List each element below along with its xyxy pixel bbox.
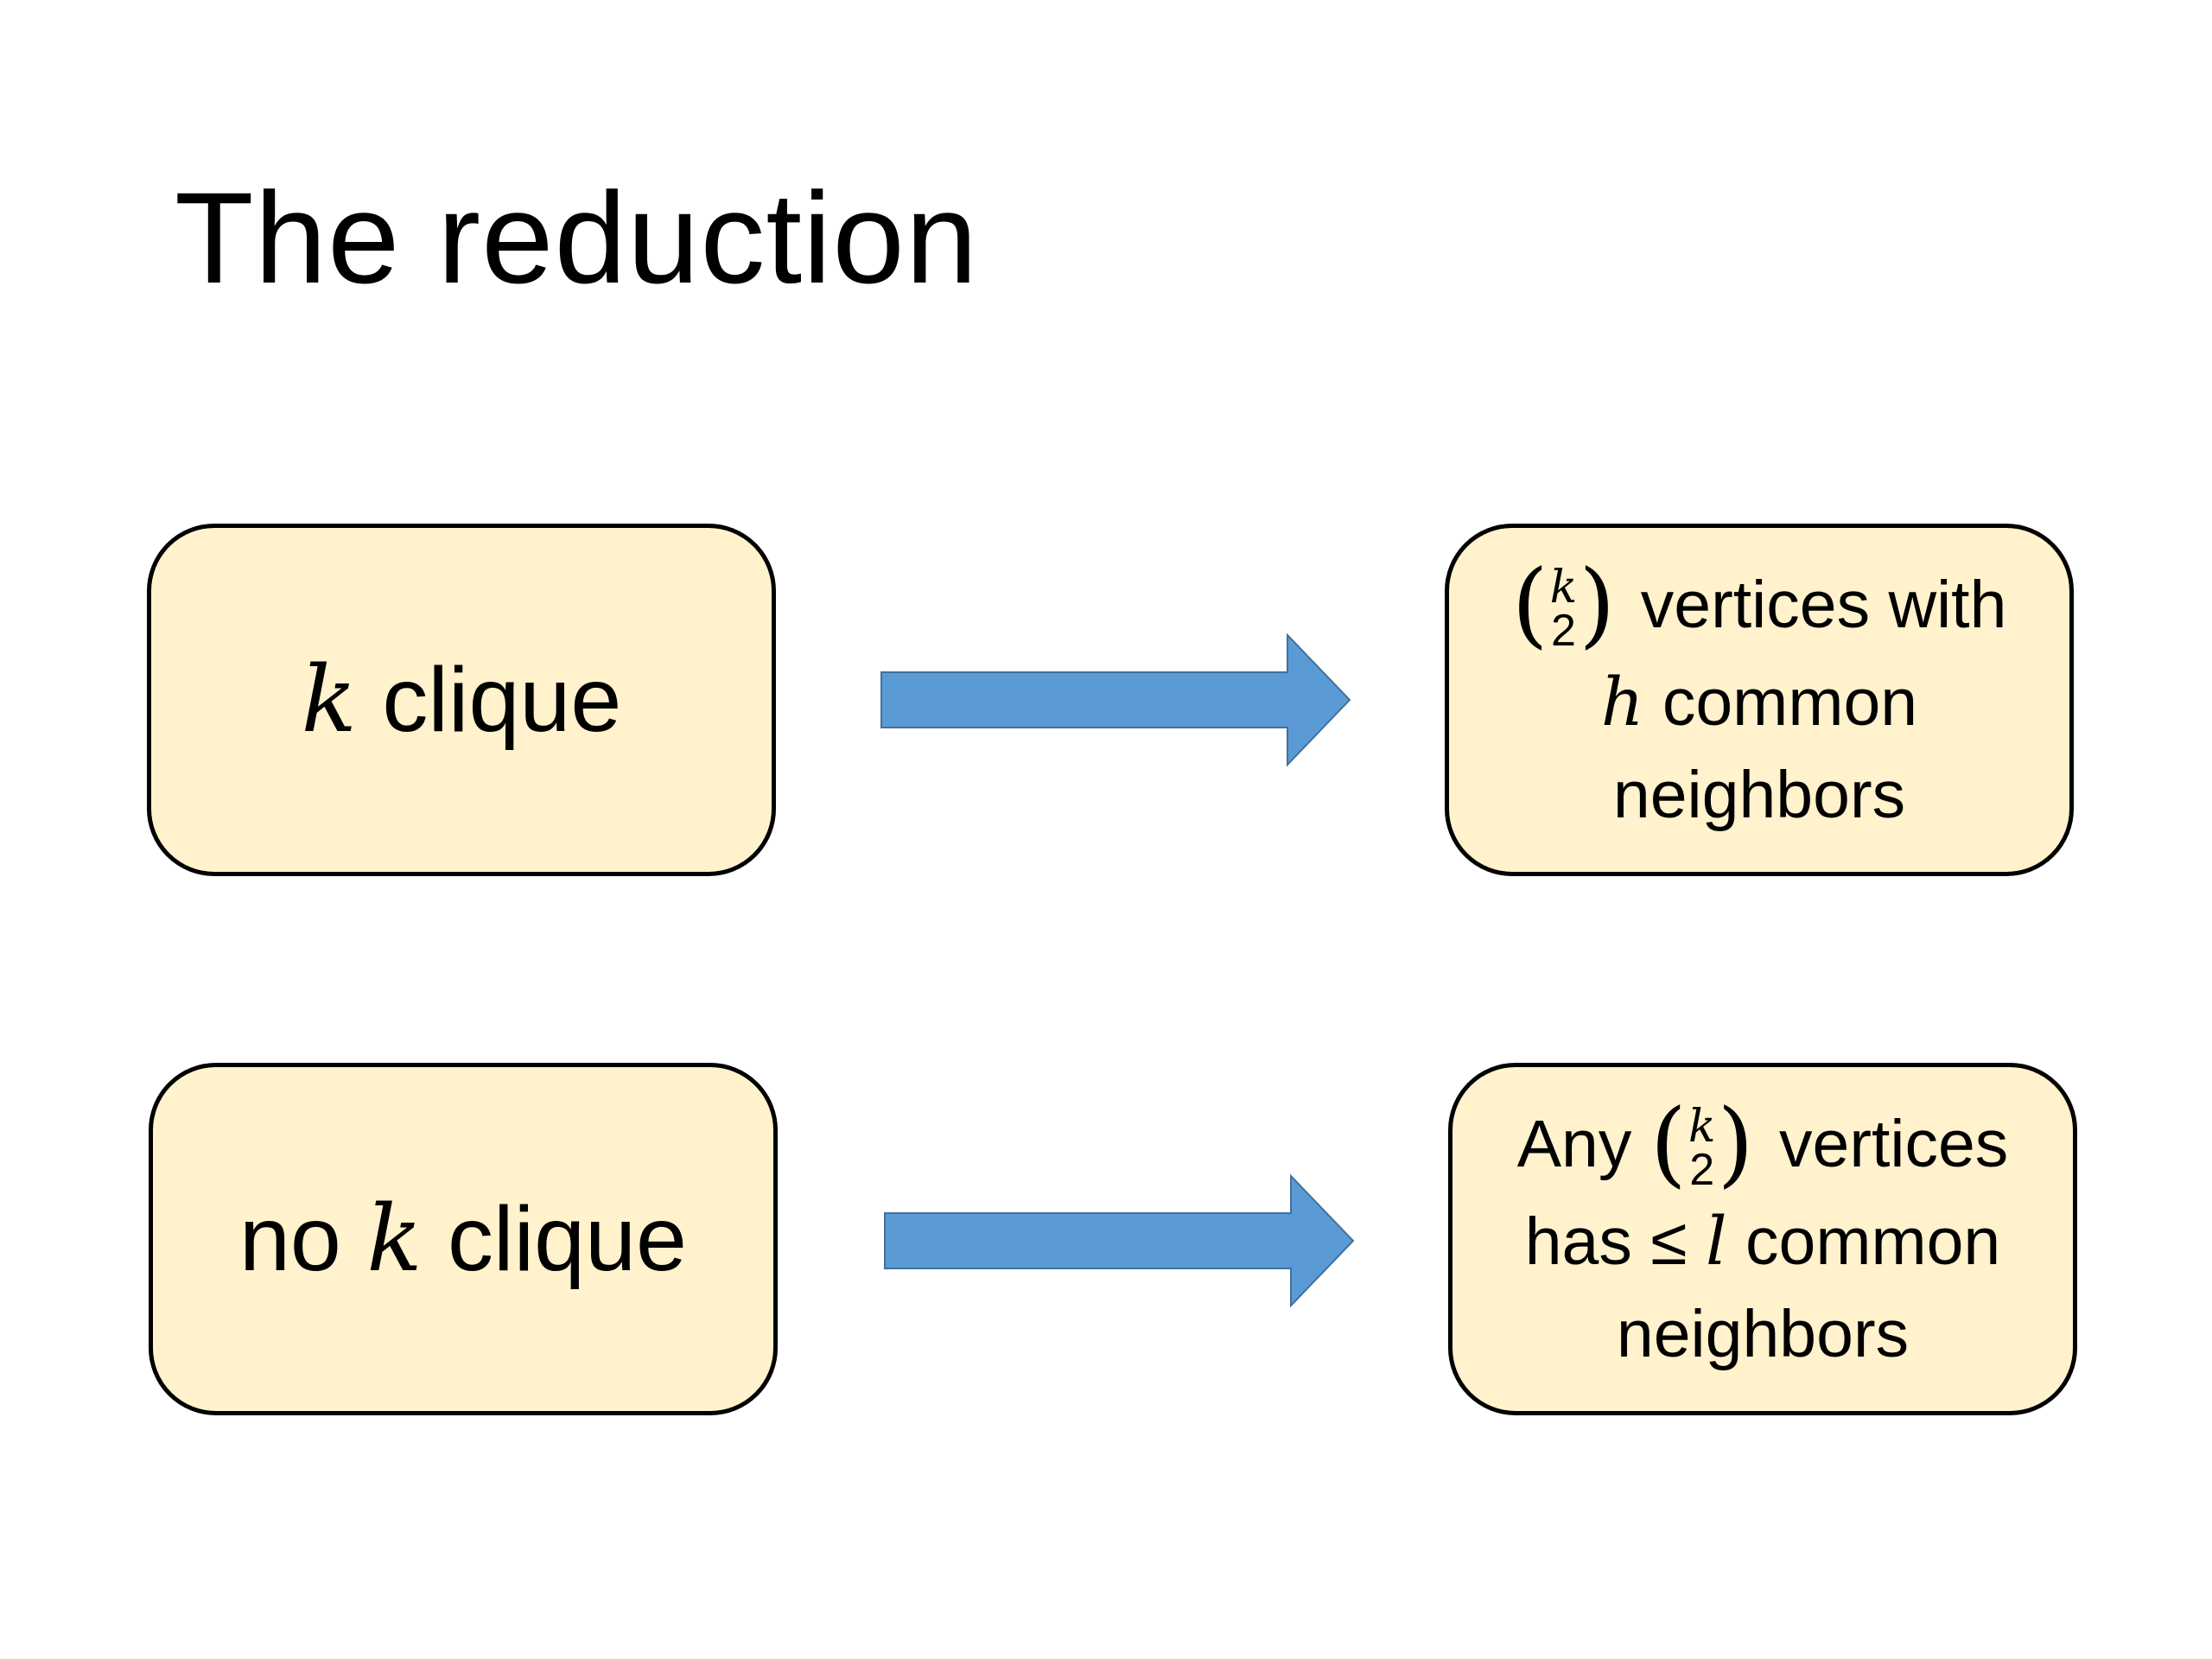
result-yes-line-1-text: vertices with: [1640, 567, 2007, 642]
result-no-line-2: has ≤ l common: [1525, 1196, 2001, 1288]
bounded-common-neighbors-box: Any ( k 2 ) vertices has ≤ l common neig…: [1448, 1063, 2077, 1415]
binomial-stack: k 2: [1688, 1101, 1716, 1195]
binomial-top: k: [1549, 562, 1578, 614]
slide-title: The reduction: [175, 165, 979, 310]
common-neighbors-box: ( k 2 ) vertices with h common neighbors: [1445, 524, 2074, 876]
result-yes-line-1: ( k 2 ) vertices with: [1512, 557, 2007, 657]
k-clique-label: clique: [382, 648, 622, 751]
result-yes-line-3: neighbors: [1612, 757, 1906, 832]
right-arrow-icon: [884, 1173, 1355, 1308]
arrow-top-shape: [880, 632, 1351, 767]
binomial-k-choose-2: ( k 2 ): [1650, 1096, 1754, 1196]
result-no-line-2-prefix: has: [1524, 1204, 1632, 1279]
no-k-clique-box: no k clique: [149, 1063, 778, 1415]
open-paren: (: [1649, 1089, 1687, 1198]
result-yes-line-2-text: common: [1662, 664, 1918, 740]
no-k-clique-text: no k clique: [238, 1185, 687, 1293]
h-variable: h: [1600, 664, 1644, 741]
k-variable: k: [301, 645, 357, 753]
k-clique-box: k clique: [147, 524, 776, 876]
result-no-line-1-text: vertices: [1779, 1106, 2009, 1181]
binomial-k-choose-2: ( k 2 ): [1512, 557, 1616, 657]
binomial-bottom: 2: [1689, 1144, 1715, 1195]
result-no-line-3: neighbors: [1616, 1296, 1910, 1371]
open-paren: (: [1511, 550, 1548, 658]
arrow-bottom-shape: [884, 1173, 1355, 1308]
result-no-line-2-text: common: [1745, 1204, 2001, 1279]
result-yes-line-2: h common: [1601, 657, 1917, 749]
right-arrow-icon: [880, 632, 1351, 767]
binomial-top: k: [1688, 1101, 1716, 1154]
no-k-clique-label: clique: [448, 1187, 687, 1290]
binomial-bottom: 2: [1551, 605, 1576, 656]
k-variable: k: [366, 1185, 423, 1292]
close-paren: ): [1717, 1089, 1754, 1198]
l-variable: l: [1705, 1203, 1727, 1281]
k-clique-text: k clique: [301, 645, 622, 753]
leq-symbol: ≤: [1650, 1204, 1688, 1279]
result-no-line-1-prefix: Any: [1516, 1106, 1632, 1181]
close-paren: ): [1579, 550, 1616, 658]
result-no-line-1: Any ( k 2 ) vertices: [1516, 1096, 2009, 1196]
binomial-stack: k 2: [1549, 562, 1578, 656]
no-prefix: no: [238, 1187, 341, 1290]
